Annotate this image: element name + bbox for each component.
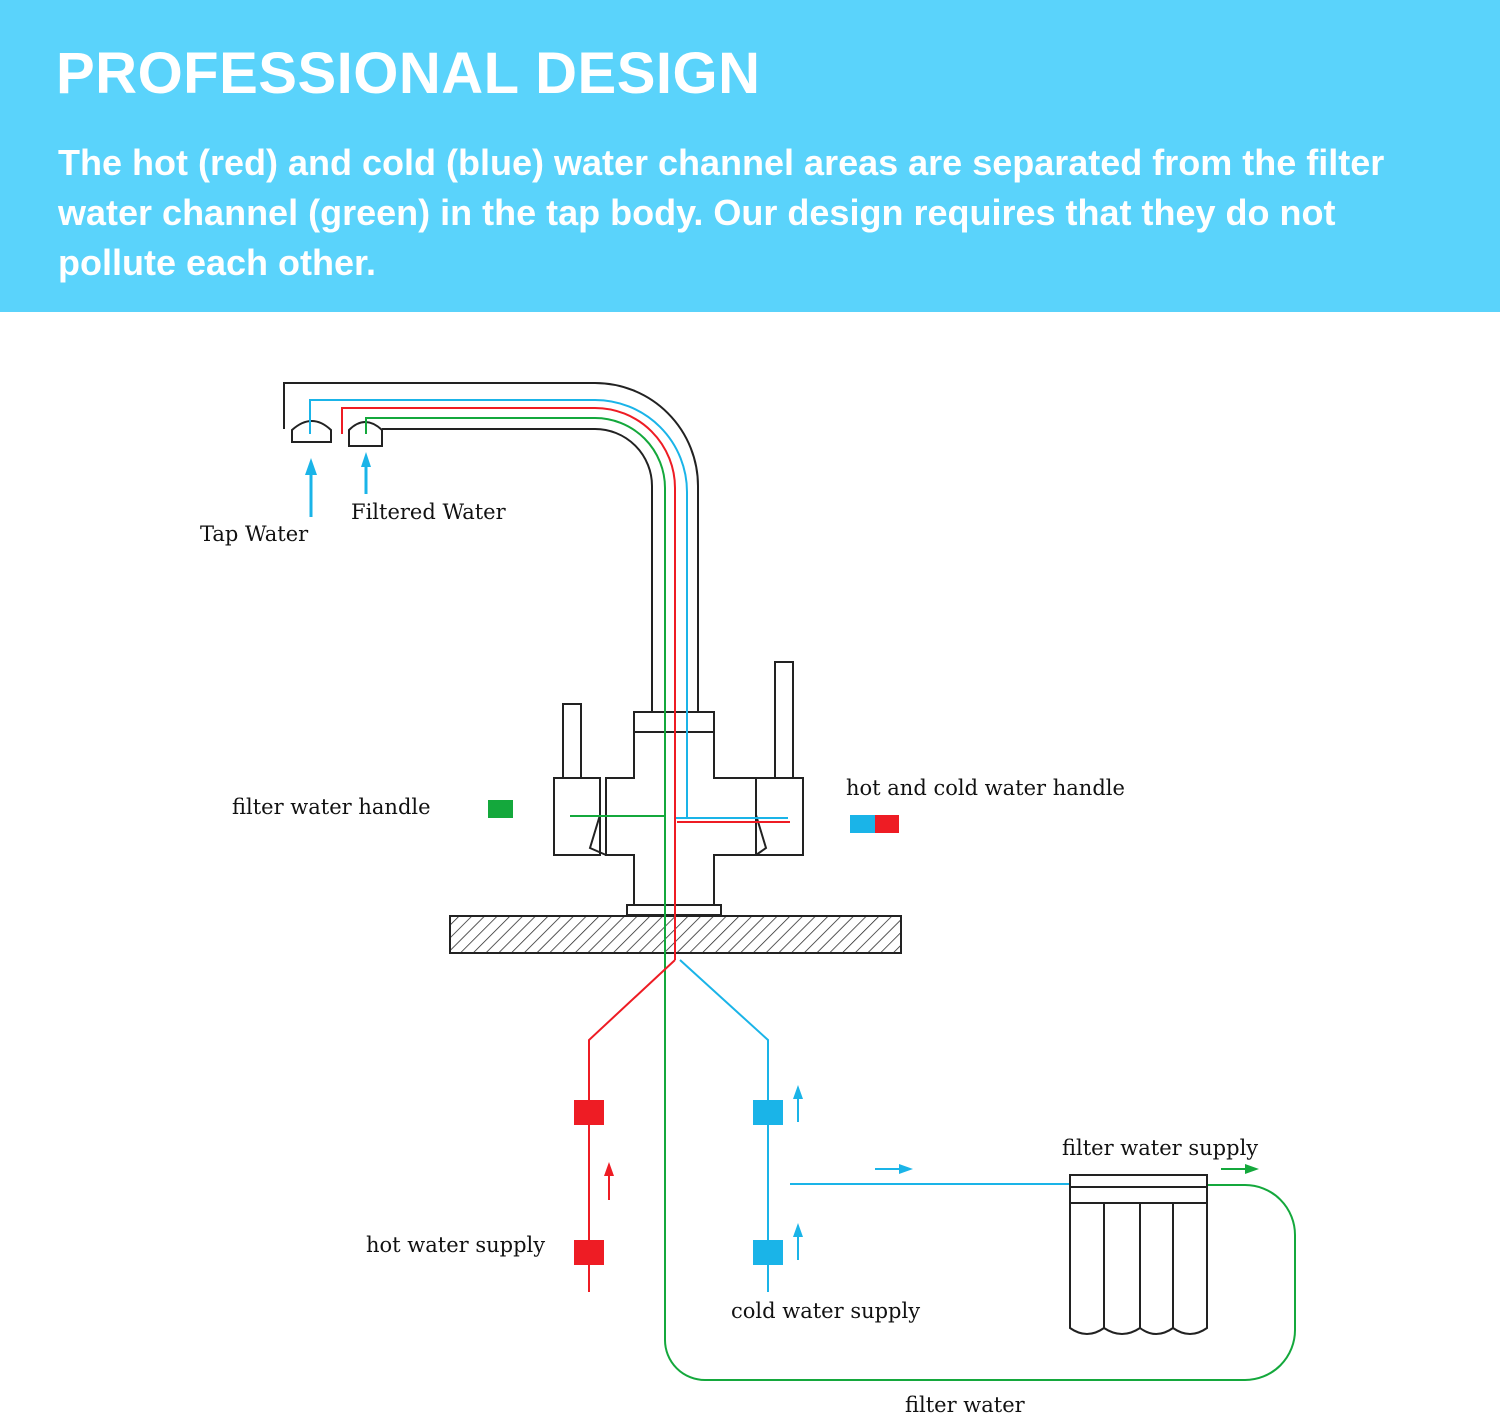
- cold-water-supply-label: cold water supply: [731, 1299, 920, 1323]
- page-title: PROFESSIONAL DESIGN: [56, 41, 761, 106]
- hot-supply-line: [588, 959, 676, 1292]
- filter-unit: [1069, 1174, 1208, 1335]
- hot-valve-lower: [574, 1240, 604, 1265]
- cold-flow-arrow-upper-icon: [793, 1085, 803, 1122]
- tap-water-label: Tap Water: [200, 522, 309, 546]
- cold-handle-swatch: [850, 815, 875, 833]
- cold-to-filter-arrow-icon: [875, 1164, 913, 1174]
- hot-channel: [341, 407, 676, 960]
- cold-flow-arrow-lower-icon: [793, 1223, 803, 1260]
- filtered-water-arrow-icon: [361, 452, 371, 494]
- spout-outline: [283, 382, 699, 712]
- hot-water-supply-label: hot water supply: [366, 1233, 545, 1257]
- cold-supply-line: [679, 959, 769, 1292]
- filtered-water-label: Filtered Water: [351, 500, 507, 524]
- filter-water-supply-label: filter water supply: [1062, 1136, 1258, 1160]
- hot-cold-handle-lever: [774, 661, 794, 779]
- filter-water-handle-label: filter water handle: [232, 795, 431, 819]
- hot-cold-handle-label: hot and cold water handle: [846, 776, 1125, 800]
- filter-water-channel: [365, 417, 1296, 1381]
- cold-channel: [309, 399, 688, 819]
- page-description: The hot (red) and cold (blue) water chan…: [58, 142, 1385, 283]
- hot-flow-arrow-icon: [604, 1162, 614, 1200]
- filter-handle-lever: [562, 703, 582, 779]
- header-banner: PROFESSIONAL DESIGN The hot (red) and co…: [0, 0, 1500, 312]
- filter-water-label: filter water: [905, 1393, 1026, 1417]
- cold-valve-upper: [753, 1100, 783, 1125]
- filter-supply-arrow-icon: [1221, 1164, 1259, 1174]
- hot-valve-upper: [574, 1100, 604, 1125]
- hot-handle-swatch: [875, 815, 899, 833]
- cold-valve-lower: [753, 1240, 783, 1265]
- faucet-body: [553, 661, 804, 916]
- filter-handle-swatch: [488, 800, 513, 818]
- tap-water-arrow-icon: [305, 458, 317, 517]
